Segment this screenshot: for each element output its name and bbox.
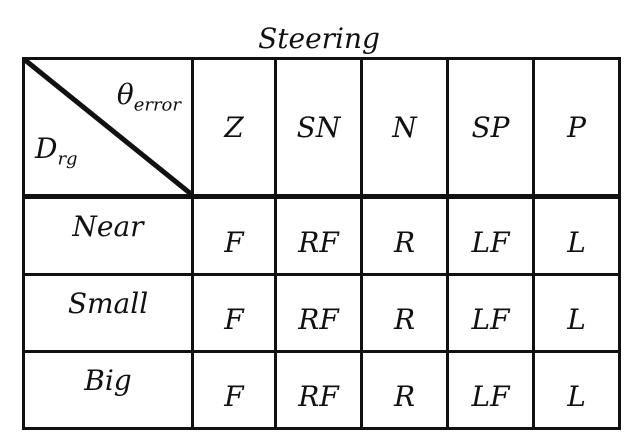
table-cell: F — [191, 273, 277, 353]
table-cell: F — [191, 350, 277, 430]
table-cell: RF — [274, 195, 363, 276]
row-header-near: Near — [22, 195, 194, 276]
table-cell: R — [360, 195, 449, 276]
row-header-big: Big — [22, 350, 194, 430]
table-cell: R — [360, 350, 449, 430]
table-cell: F — [191, 195, 277, 276]
corner-header-cell: θerror Drg — [22, 57, 194, 199]
table-row-big: Big F RF R LF L — [22, 350, 621, 430]
table-row-near: Near F RF R LF L — [22, 195, 621, 276]
table-cell: L — [532, 350, 621, 430]
table-row-small: Small F RF R LF L — [22, 273, 621, 353]
table-title: Steering — [258, 22, 380, 55]
steering-rule-table: θerror Drg Z SN N SP P Near F RF R LF L … — [22, 57, 621, 430]
column-header-sp: SP — [446, 57, 535, 199]
diagonal-divider — [25, 60, 191, 194]
table-cell: L — [532, 195, 621, 276]
table-cell: LF — [446, 195, 535, 276]
column-header-n: N — [360, 57, 449, 199]
table-cell: RF — [274, 350, 363, 430]
table-cell: R — [360, 273, 449, 353]
table-cell: LF — [446, 350, 535, 430]
table-cell: L — [532, 273, 621, 353]
drg-label: Drg — [35, 132, 78, 170]
column-header-z: Z — [191, 57, 277, 199]
table-cell: RF — [274, 273, 363, 353]
header-row: θerror Drg Z SN N SP P — [22, 57, 621, 199]
row-header-small: Small — [22, 273, 194, 353]
theta-error-label: θerror — [116, 78, 181, 116]
table-cell: LF — [446, 273, 535, 353]
column-header-p: P — [532, 57, 621, 199]
column-header-sn: SN — [274, 57, 363, 199]
